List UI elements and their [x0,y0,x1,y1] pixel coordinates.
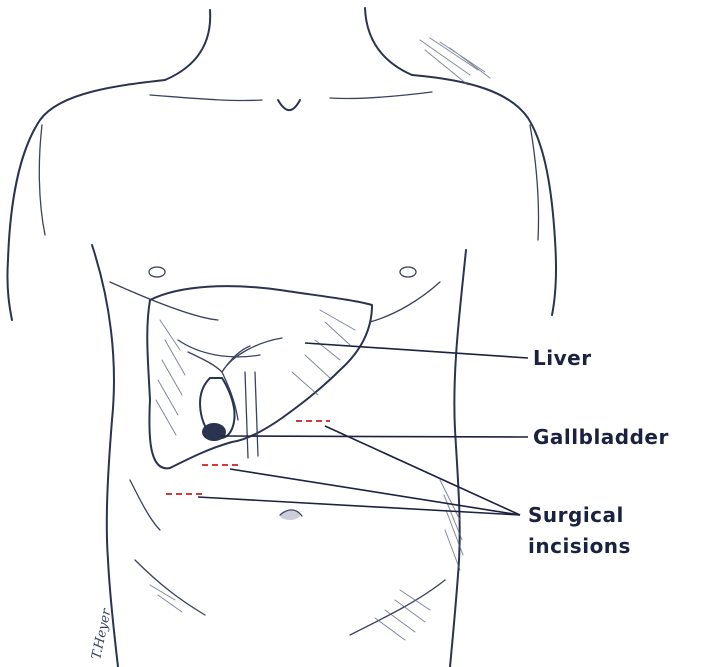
liver-shading-1 [156,320,185,435]
liver-shading-2 [292,310,355,395]
right-nipple [400,267,416,277]
left-nipple [149,267,165,277]
liver-outline [147,286,372,468]
leader-gallbladder [220,436,528,437]
right-shoulder-shading [420,38,490,85]
neck-left [165,10,210,80]
leader-liver [305,343,528,358]
left-clavicle [150,95,262,101]
right-inguinal [350,580,445,635]
lower-left-shading [150,585,182,612]
left-shoulder-outline [7,80,165,320]
label-gallbladder: Gallbladder [533,425,669,449]
leader-incision-middle [230,469,520,515]
artist-signature: T.Heyer [89,607,114,661]
leader-incision-lower [198,497,520,515]
gallbladder-body [202,423,226,441]
left-arm-inner [39,125,45,235]
label-incisions: incisions [528,534,631,558]
lower-right-shading [375,590,430,640]
leader-incision-upper [325,426,520,515]
sternal-notch [278,100,300,110]
costal-margin-right [370,282,440,322]
bile-duct-branches [188,338,282,420]
cystic-duct [245,372,258,458]
label-surgical: Surgical [528,503,624,527]
abdominal-midline [130,480,160,530]
label-liver: Liver [533,346,592,370]
liver-lobe-line [178,340,260,357]
torso-left-side [92,245,118,667]
right-clavicle [330,92,432,99]
right-shoulder-outline [412,75,556,315]
neck-right [365,8,412,75]
torso-right-side [450,250,466,667]
left-inguinal [135,560,205,615]
right-arm-inner [530,125,539,240]
